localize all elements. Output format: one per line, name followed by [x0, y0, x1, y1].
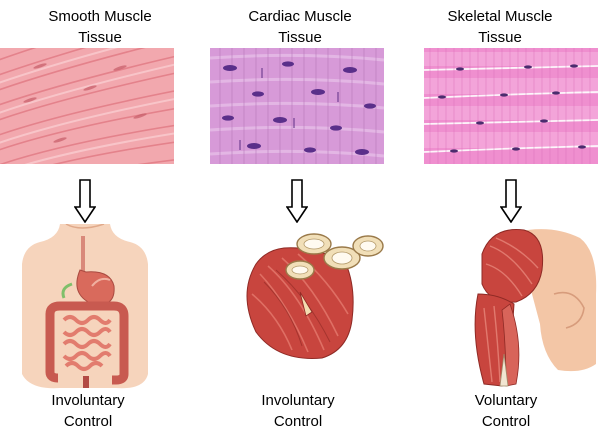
smooth-muscle-title: Smooth Muscle Tissue — [48, 8, 152, 46]
smooth-muscle-control-label: Involuntary Control — [51, 392, 125, 430]
heart-icon — [246, 233, 384, 359]
down-arrow-icon — [74, 179, 96, 223]
smooth-muscle-micrograph — [0, 48, 174, 164]
cardiac-muscle-column: Cardiac Muscle Tissue — [200, 0, 400, 436]
skeletal-muscle-column: Skeletal Muscle Tissue — [400, 0, 600, 436]
cardiac-muscle-micrograph — [210, 48, 384, 164]
digestive-system-icon — [22, 224, 148, 389]
down-arrow-icon — [286, 179, 308, 223]
smooth-muscle-column: Smooth Muscle Tissue — [0, 0, 200, 436]
skeletal-muscle-micrograph — [424, 48, 598, 164]
skeletal-muscle-title: Skeletal Muscle Tissue — [447, 8, 553, 46]
skeletal-muscle-control-label: Voluntary Control — [474, 392, 538, 430]
cardiac-muscle-title: Cardiac Muscle Tissue — [248, 8, 352, 46]
cardiac-muscle-control-label: Involuntary Control — [261, 392, 335, 430]
arm-muscle-icon — [474, 229, 597, 387]
down-arrow-icon — [500, 179, 522, 223]
